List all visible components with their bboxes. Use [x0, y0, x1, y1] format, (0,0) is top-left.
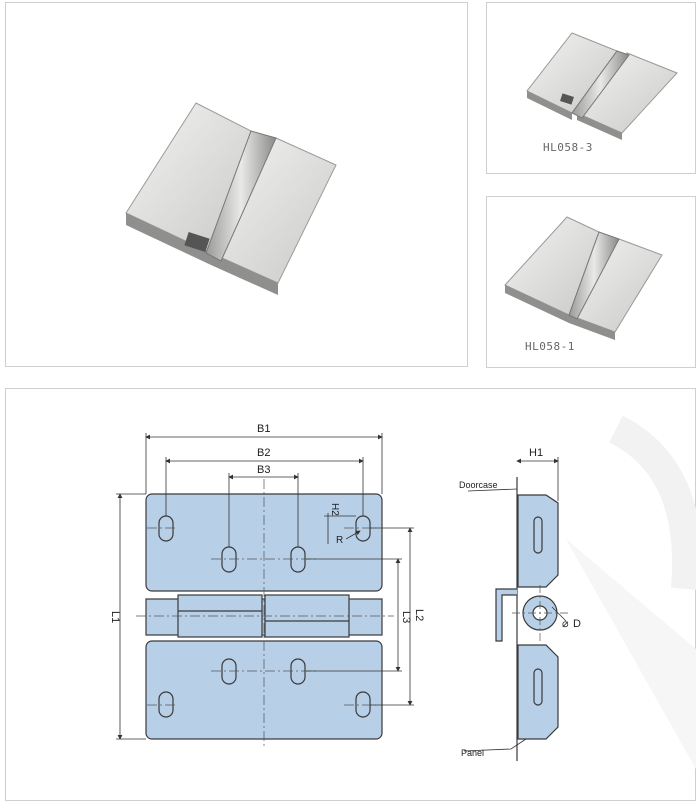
- product-code: HL058-3: [543, 141, 593, 154]
- panel-label: Panel: [461, 748, 484, 758]
- technical-drawing-panel: B1 B2 B3 H2 R L1 L2 L3: [5, 388, 696, 801]
- diameter-symbol: ⌀: [562, 618, 569, 630]
- hinge-photo-icon: [504, 216, 663, 340]
- dimension-label: B1: [257, 423, 270, 435]
- dimension-label: R: [336, 535, 343, 546]
- main-product-panel: [5, 2, 468, 367]
- dimension-label: B2: [257, 447, 270, 459]
- variant-panel-2: HL058-1: [486, 196, 696, 368]
- dimension-label: D: [573, 618, 581, 630]
- variant-panel-1: HL058-3: [486, 2, 696, 174]
- dimension-label: H1: [529, 447, 543, 459]
- doorcase-label: Doorcase: [459, 480, 498, 490]
- dimension-label: L3: [400, 611, 412, 623]
- side-view: [495, 477, 559, 761]
- dimension-label: B3: [257, 464, 270, 476]
- technical-drawing: B1 B2 B3 H2 R L1 L2 L3: [109, 415, 696, 769]
- dimension-label: L1: [109, 611, 121, 623]
- hinge-photo-icon: [526, 32, 678, 140]
- product-code: HL058-1: [525, 340, 575, 353]
- dimension-label: L2: [413, 609, 425, 621]
- hinge-photo-icon: [125, 102, 337, 295]
- dimension-label: H2: [329, 503, 340, 516]
